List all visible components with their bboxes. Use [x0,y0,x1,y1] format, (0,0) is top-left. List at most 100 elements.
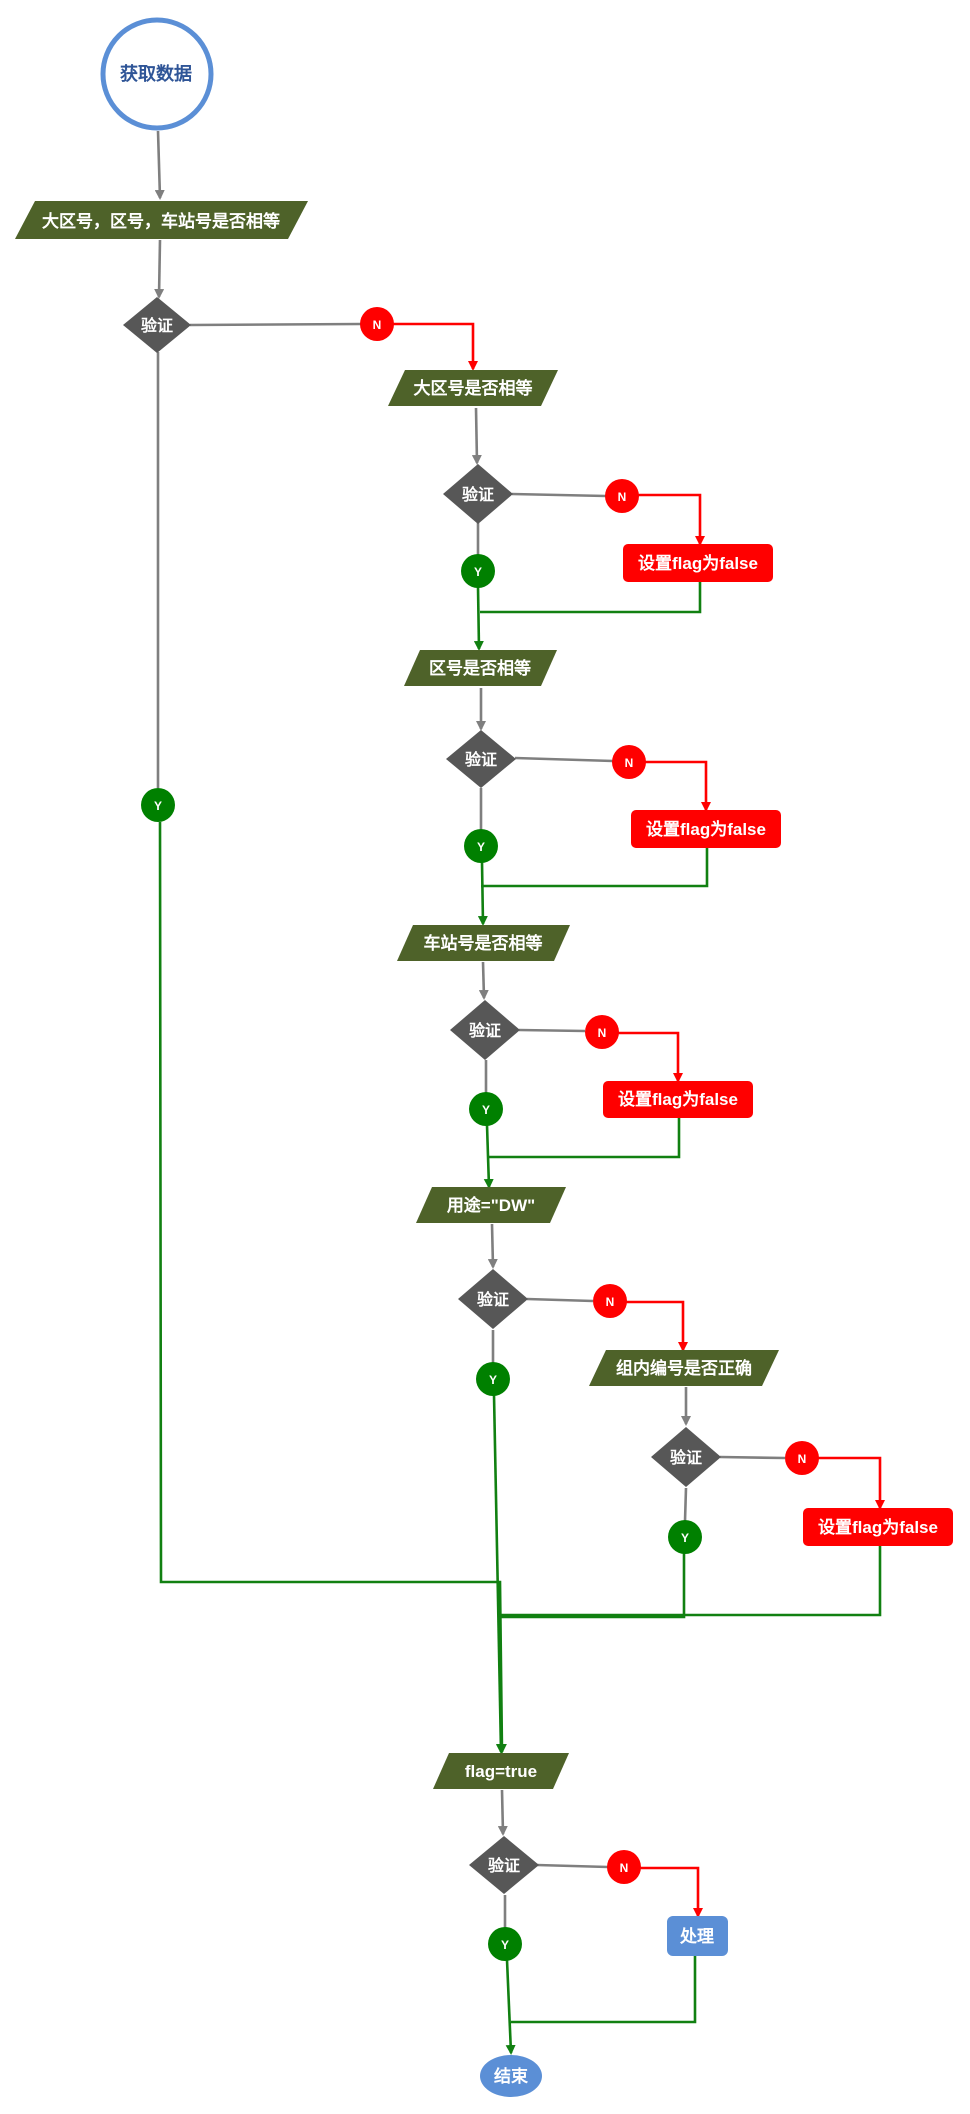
yes-badge-5: Y [476,1362,510,1396]
edge-check-purpose-to-verify-5 [487,1223,498,1269]
edge-check-region-to-verify-2 [471,407,482,465]
yes-badge-label: Y [501,1938,509,1952]
check-station-label: 车站号是否相等 [424,933,543,953]
yes-badge-label: Y [477,840,485,854]
yes-badge-7: Y [488,1927,522,1961]
yes-badge-2: Y [461,554,495,588]
edge-no-7-to-process [640,1866,703,1918]
yes-badge-3: Y [464,829,498,863]
edge-yes-1-to-flag-true [158,821,507,1754]
verify-diamond-6: 验证 [651,1427,721,1487]
edges [154,130,885,2055]
edge-set-false-1-merge [480,582,702,614]
yes-badge-label: Y [681,1531,689,1545]
yes-badge-label: Y [489,1373,497,1387]
edge-flag-true-to-verify-7 [497,1789,508,1836]
no-badge-label: N [598,1026,607,1040]
verify-diamond-5: 验证 [458,1269,528,1329]
check-all-label: 大区号，区号，车站号是否相等 [42,211,280,231]
no-badge-2: N [605,479,639,513]
no-badge-6: N [785,1441,819,1475]
verify-diamond-4: 验证 [450,1000,520,1060]
yes-badge-label: Y [154,799,162,813]
yes-badge-label: Y [482,1103,490,1117]
check-group-label: 组内编号是否正确 [616,1358,752,1378]
badges: N N N N N N N Y Y Y Y Y Y Y [141,307,819,1961]
verify-diamond-2: 验证 [443,464,513,524]
yes-badge-4: Y [469,1092,503,1126]
no-badge-label: N [618,490,627,504]
edge-yes-2-to-check-area [473,586,484,651]
verify-diamond-3: 验证 [446,730,516,788]
edge-set-false-4-merge [500,1546,882,1617]
edge-set-false-3-merge [488,1118,681,1159]
start-label: 获取数据 [120,63,192,84]
edge-verify-6-to-badge-n-6 [719,1455,786,1460]
check-group-node: 组内编号是否正确 [589,1350,779,1386]
end-label: 结束 [494,2066,528,2086]
no-badge-label: N [798,1452,807,1466]
end-node: 结束 [480,2055,542,2097]
verify-label-5: 验证 [477,1290,509,1309]
edge-set-false-2-merge [481,848,709,888]
set-flag-false-label-4: 设置flag为false [818,1517,938,1537]
verify-diamond-7: 验证 [469,1836,539,1894]
edge-verify-5-to-badge-n-5 [526,1297,594,1303]
verify-label-2: 验证 [462,485,494,504]
no-badge-7: N [607,1850,641,1884]
verify-label-6: 验证 [670,1448,702,1467]
check-region-node: 大区号是否相等 [388,370,558,406]
verify-label-7: 验证 [488,1856,520,1875]
verify-label-3: 验证 [465,750,497,769]
set-flag-false-label-2: 设置flag为false [646,819,766,839]
edge-check-all-to-verify-1 [154,239,165,299]
edge-no-6-to-set-false-4 [818,1456,885,1510]
start-node: 获取数据 [100,17,214,131]
check-all-node: 大区号，区号，车站号是否相等 [15,201,308,239]
edge-no-3-to-set-false-2 [645,760,711,812]
check-station-node: 车站号是否相等 [397,925,570,961]
edge-verify-4-to-badge-n-4 [518,1028,586,1033]
edge-no-1-to-check-region [392,322,478,371]
check-purpose-label: 用途="DW" [447,1195,535,1215]
process-box: 处理 [667,1916,728,1956]
edge-no-5-to-check-group [625,1300,688,1352]
check-area-label: 区号是否相等 [429,658,531,678]
set-flag-false-label-3: 设置flag为false [618,1089,738,1109]
no-badge-4: N [585,1015,619,1049]
no-badge-label: N [620,1861,629,1875]
yes-badge-6: Y [668,1520,702,1554]
check-purpose-node: 用途="DW" [416,1187,566,1223]
verify-label-1: 验证 [141,316,173,335]
edge-no-2-to-set-false-1 [638,493,705,546]
yes-badge-1: Y [141,788,175,822]
edge-yes-7-to-end [505,1959,516,2055]
check-area-node: 区号是否相等 [404,650,557,686]
edge-verify-1-to-badge-n-1 [189,322,362,327]
verify-label-4: 验证 [469,1021,501,1040]
set-flag-false-label-1: 设置flag为false [638,553,758,573]
flag-true-node: flag=true [433,1753,569,1789]
set-flag-false-box-1: 设置flag为false [623,544,773,582]
edge-process-merge [511,1956,697,2024]
set-flag-false-box-3: 设置flag为false [603,1081,753,1118]
set-flag-false-box-4: 设置flag为false [803,1508,953,1546]
edge-yes-5-to-flag-true [492,1394,506,1754]
edge-start-to-check-all [154,130,165,200]
no-badge-label: N [373,318,382,332]
no-badge-5: N [593,1284,627,1318]
verify-diamond-1: 验证 [123,297,191,353]
edge-verify-7-to-badge-n-7 [536,1863,609,1869]
edge-yes-3-to-check-station [477,861,488,926]
flag-true-label: flag=true [465,1762,537,1781]
edge-verify-2-to-badge-n-2 [511,492,607,498]
edge-verify-3-to-badge-n-3 [514,756,614,763]
set-flag-false-box-2: 设置flag为false [631,810,781,848]
edge-yes-6-merge [500,1553,686,1619]
no-badge-label: N [625,756,634,770]
no-badge-3: N [612,745,646,779]
yes-badge-label: Y [474,565,482,579]
edge-verify-6-to-badge-y-6 [683,1487,688,1522]
edge-check-station-to-verify-4 [478,961,489,1000]
